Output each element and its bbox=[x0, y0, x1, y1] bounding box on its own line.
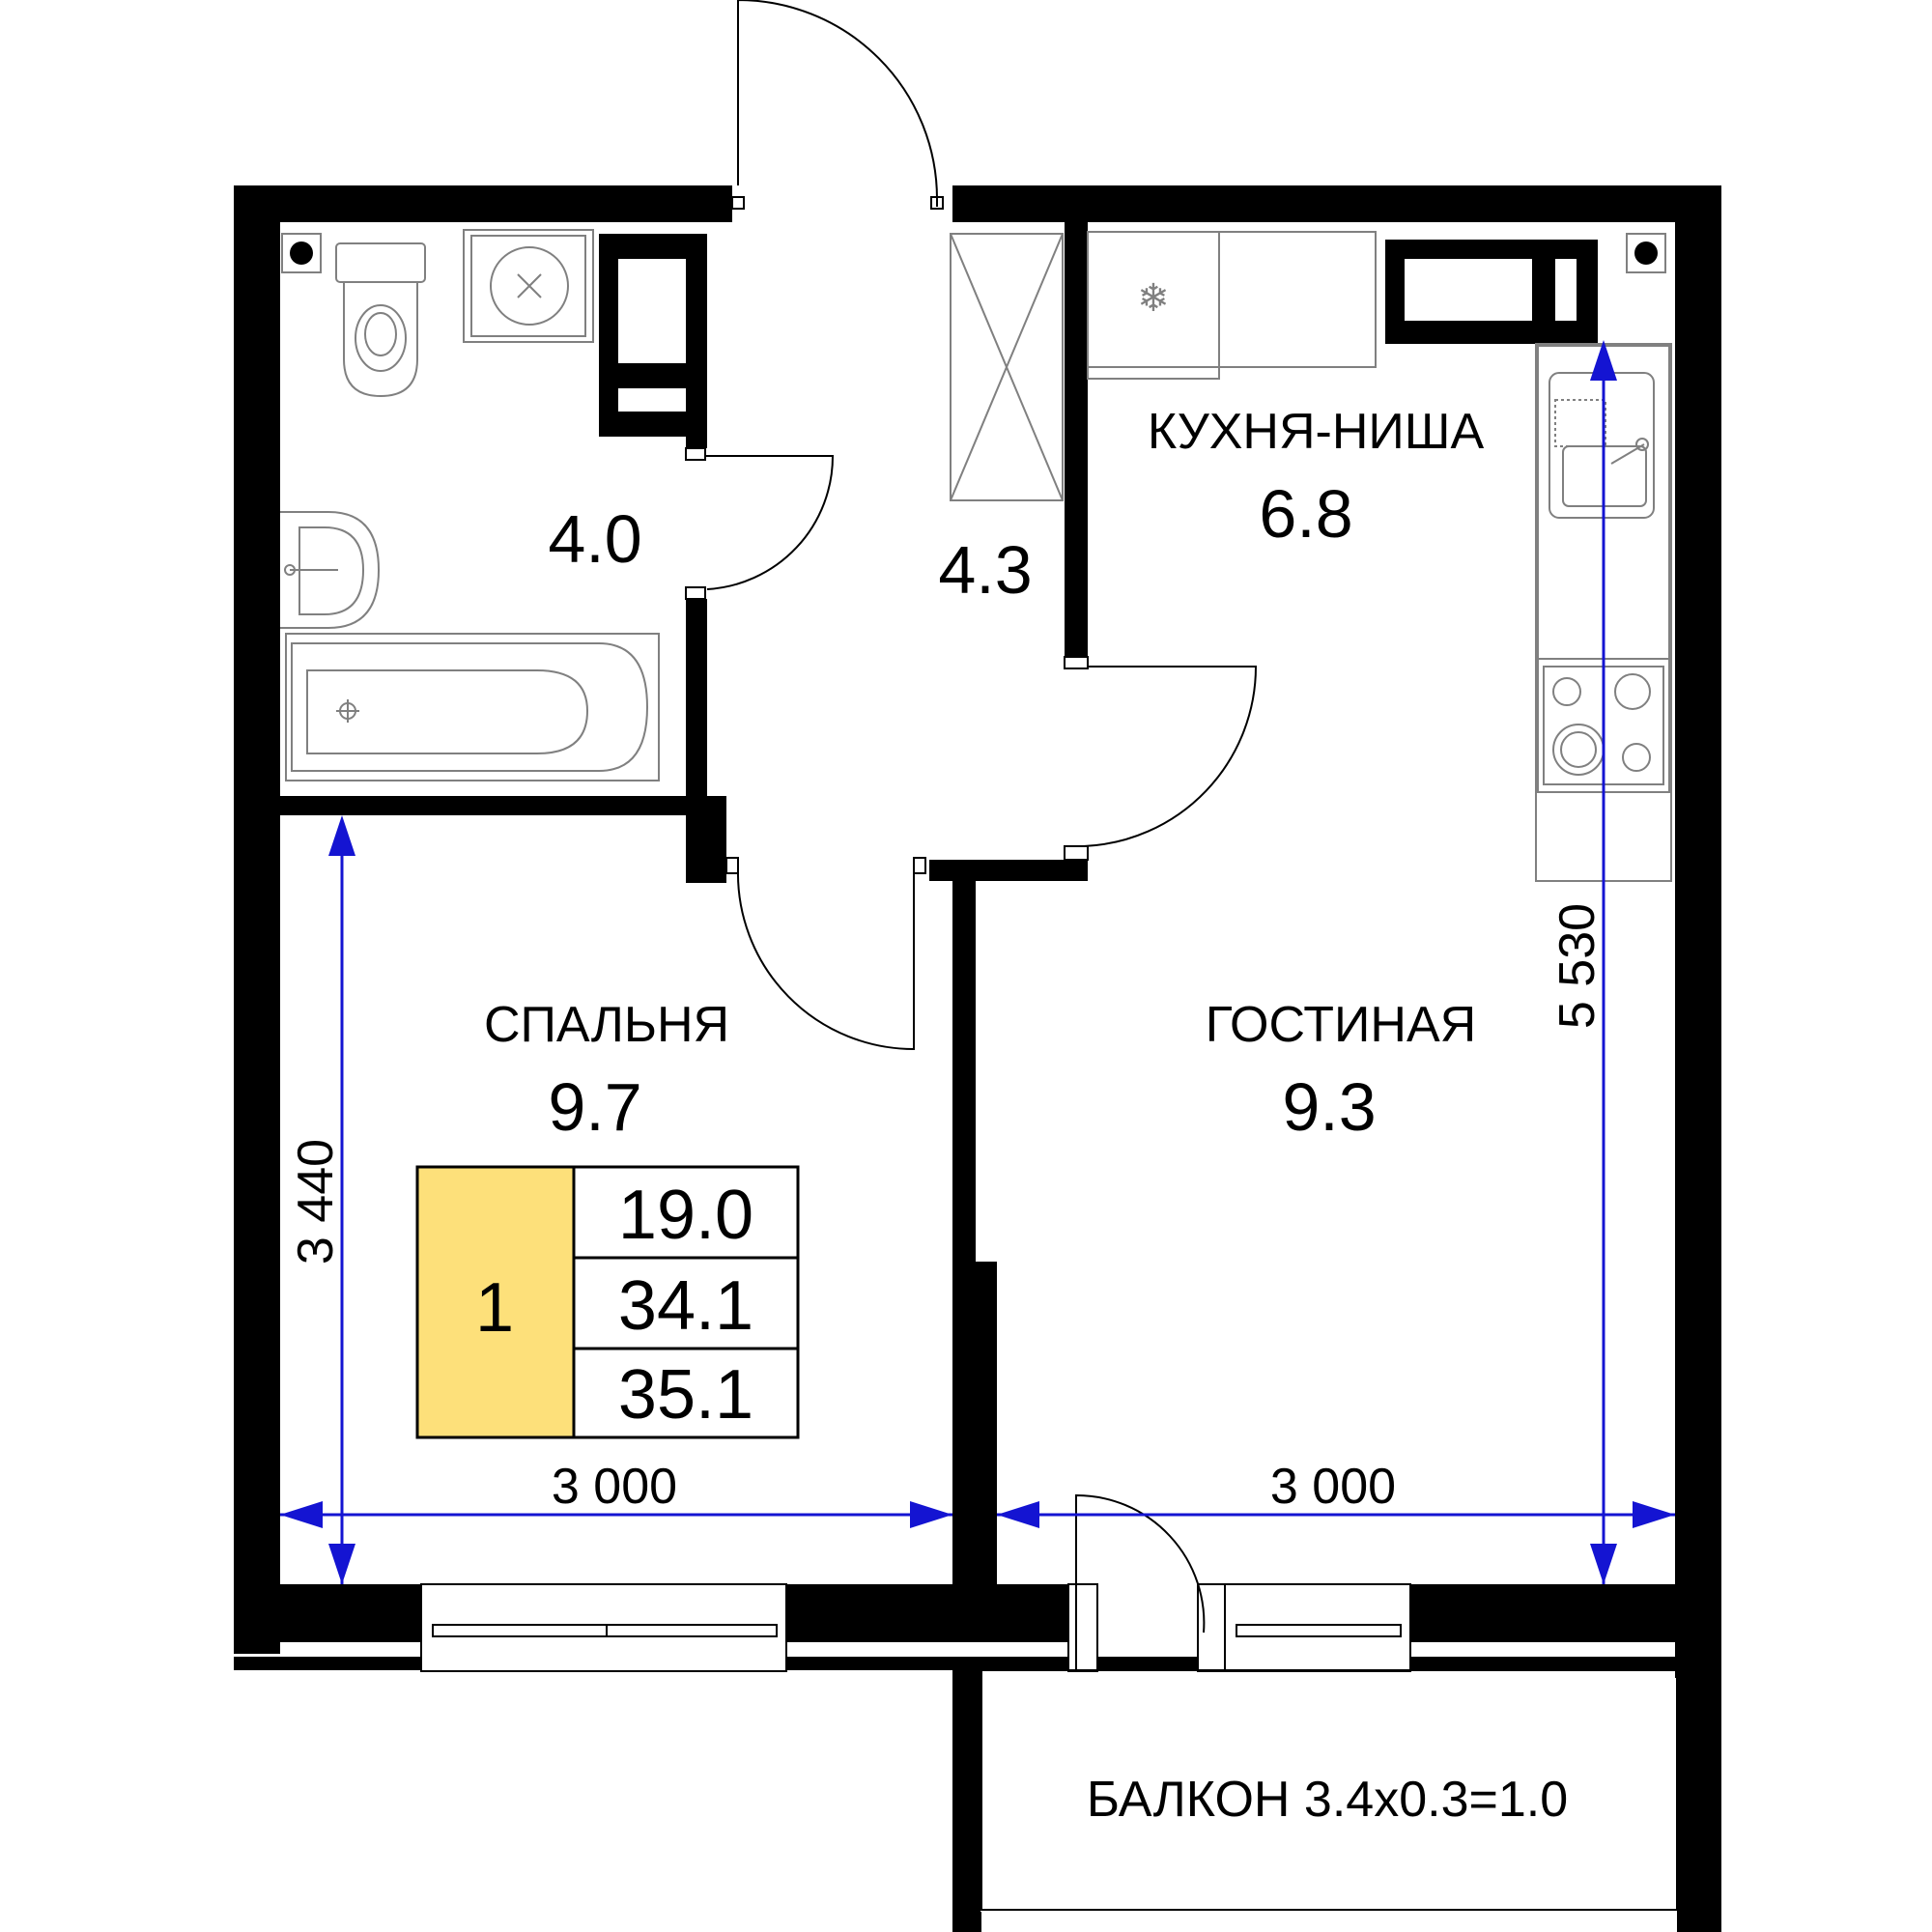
arrow-right-icon bbox=[910, 1501, 952, 1528]
arrow-up-icon bbox=[1590, 340, 1617, 381]
living-area-total: 19.0 bbox=[618, 1177, 753, 1254]
total-area-with-balcony: 35.1 bbox=[618, 1356, 753, 1434]
bathroom-area: 4.0 bbox=[548, 501, 641, 577]
arrow-left-icon bbox=[280, 1501, 323, 1528]
door-entrance bbox=[737, 0, 938, 207]
wall-middle-lower bbox=[952, 1262, 997, 1584]
door-kitchen bbox=[1083, 666, 1258, 847]
wall-hall-bottom bbox=[929, 860, 1088, 881]
wall-bottom-3 bbox=[995, 1584, 1068, 1642]
bathtub-icon bbox=[285, 633, 660, 781]
hall-area: 4.3 bbox=[938, 532, 1032, 608]
arrow-right-icon bbox=[1633, 1501, 1675, 1528]
arrow-down-icon bbox=[1590, 1544, 1617, 1584]
windows bbox=[420, 1583, 1411, 1672]
doors bbox=[685, 0, 1258, 1671]
balcony-label: БАЛКОН 3.4х0.3=1.0 bbox=[1087, 1772, 1568, 1828]
rooms-count: 1 bbox=[475, 1269, 514, 1347]
window-living bbox=[1224, 1583, 1411, 1672]
riser-icon bbox=[1626, 233, 1666, 273]
wall-hall-kitchen bbox=[1065, 222, 1088, 657]
wall-balcony-right bbox=[1677, 1670, 1721, 1932]
bedroom-name: СПАЛЬНЯ bbox=[484, 997, 729, 1053]
dim-bedroom-width: 3 000 bbox=[552, 1459, 677, 1515]
door-balcony bbox=[1075, 1493, 1206, 1671]
wardrobe-icon bbox=[950, 233, 1064, 501]
total-area: 34.1 bbox=[618, 1267, 753, 1345]
wall-right bbox=[1675, 185, 1721, 1678]
bedroom-area: 9.7 bbox=[548, 1069, 641, 1145]
fixtures: ❄ bbox=[280, 229, 1672, 882]
living-area: 9.3 bbox=[1282, 1069, 1376, 1145]
kitchen-name: КУХНЯ-НИША bbox=[1148, 404, 1485, 460]
arrow-up-icon bbox=[328, 815, 355, 856]
door-bathroom bbox=[705, 455, 835, 590]
dim-living-width: 3 000 bbox=[1270, 1459, 1396, 1515]
washing-machine-icon bbox=[463, 229, 594, 343]
dim-bedroom-height: 3 440 bbox=[288, 1139, 344, 1264]
wall-top-left bbox=[234, 185, 732, 222]
arrow-down-icon bbox=[328, 1544, 355, 1584]
wall-balcony-left bbox=[952, 1670, 981, 1932]
fridge-icon: ❄ bbox=[1087, 231, 1220, 368]
kitchen-area: 6.8 bbox=[1259, 476, 1352, 552]
wall-bottom-1 bbox=[234, 1584, 421, 1642]
dim-living-height: 5 530 bbox=[1549, 903, 1605, 1029]
toilet-icon bbox=[335, 242, 426, 398]
dimension-lines bbox=[280, 340, 1675, 1584]
arrow-left-icon bbox=[997, 1501, 1039, 1528]
svg-text:❄: ❄ bbox=[1137, 276, 1170, 321]
window-bedroom bbox=[420, 1583, 787, 1672]
balcony-door-frame bbox=[1067, 1583, 1098, 1672]
wall-top-right bbox=[952, 185, 1721, 222]
living-name: ГОСТИНАЯ bbox=[1206, 997, 1476, 1053]
summary-table: 1 19.0 34.1 35.1 bbox=[415, 1165, 800, 1439]
washbasin-icon bbox=[280, 511, 381, 629]
wall-bath-right-lower bbox=[686, 599, 707, 821]
wall-bath-bottom bbox=[280, 796, 686, 815]
kitchen-counter bbox=[1218, 231, 1377, 368]
wall-left bbox=[234, 185, 280, 1654]
balcony-outline bbox=[980, 1669, 1678, 1911]
door-bedroom bbox=[736, 868, 915, 1051]
wall-bottom-4 bbox=[1410, 1584, 1721, 1642]
wall-bath-corner bbox=[686, 796, 726, 883]
riser-icon bbox=[281, 233, 322, 273]
kitchen-shelf bbox=[1087, 366, 1220, 380]
